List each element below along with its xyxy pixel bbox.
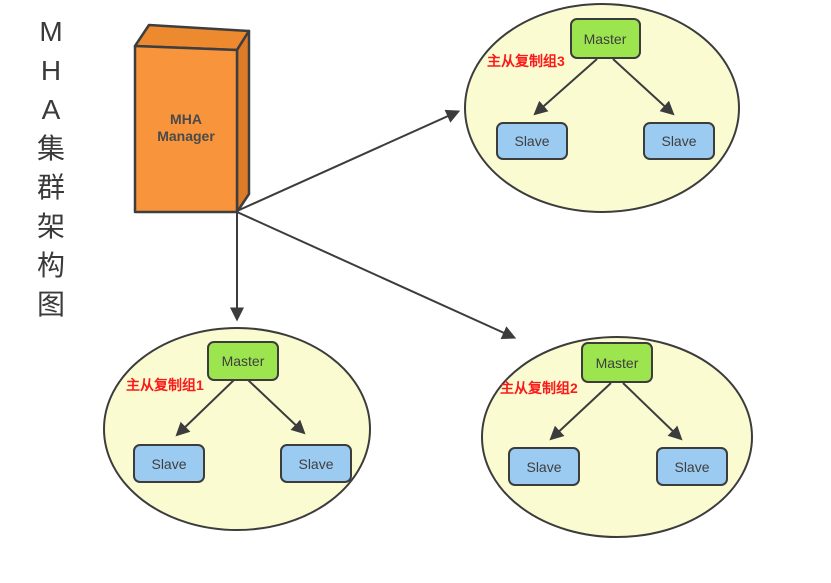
arrow-master1-to-slave1b (247, 379, 306, 435)
group2-slave-label: Slave (674, 459, 709, 475)
diagram-title: M H A 集 群 架 构 图 (28, 12, 74, 324)
arrow-manager-to-group2 (236, 211, 517, 340)
group2-ellipse (481, 336, 753, 538)
replication-group-3: Master Slave Slave 主从复制组3 (464, 3, 740, 213)
group3-master-label: Master (584, 31, 627, 47)
title-char: 集 (36, 133, 65, 164)
manager-label-line2: Manager (157, 128, 215, 144)
arrow-master2-to-slave2a (549, 382, 612, 441)
group1-slave-node (280, 444, 352, 483)
group2-title: 主从复制组2 (500, 380, 578, 396)
arrow-master3-to-slave3b (612, 58, 675, 116)
group2-slave-node (656, 447, 728, 486)
title-char: A (41, 94, 61, 125)
arrow-manager-to-group3 (236, 109, 461, 212)
group2-master-label: Master (596, 355, 639, 371)
group1-slave-label: Slave (298, 456, 333, 472)
title-char: M (39, 16, 63, 47)
group3-slave-label: Slave (514, 133, 549, 149)
manager-box-side-face (235, 29, 251, 214)
title-char: 群 (36, 172, 65, 203)
group3-title: 主从复制组3 (487, 53, 565, 69)
group1-title: 主从复制组1 (126, 377, 204, 393)
manager-label-line1: MHA (170, 111, 202, 127)
group3-master-node (570, 18, 641, 59)
group2-slave-label: Slave (526, 459, 561, 475)
mha-manager-node: MHA Manager (133, 23, 251, 214)
group2-slave-node (508, 447, 580, 486)
group3-slave-node (496, 122, 568, 160)
group3-slave-node (643, 122, 715, 160)
replication-group-1: Master Slave Slave 主从复制组1 (103, 327, 371, 531)
group1-slave-node (133, 444, 205, 483)
group2-master-node (581, 342, 653, 383)
title-char: 图 (36, 289, 65, 320)
group3-slave-label: Slave (661, 133, 696, 149)
arrow-master1-to-slave1a (175, 379, 235, 437)
replication-group-2: Master Slave Slave 主从复制组2 (481, 336, 753, 538)
group1-master-label: Master (222, 353, 265, 369)
arrow-master2-to-slave2b (622, 382, 683, 441)
title-char: H (40, 55, 62, 86)
title-char: 构 (36, 250, 65, 281)
arrow-master3-to-slave3a (533, 58, 598, 116)
manager-box-front-face (133, 44, 239, 214)
group1-slave-label: Slave (151, 456, 186, 472)
group1-master-node (207, 341, 279, 381)
title-char: 架 (36, 211, 65, 242)
